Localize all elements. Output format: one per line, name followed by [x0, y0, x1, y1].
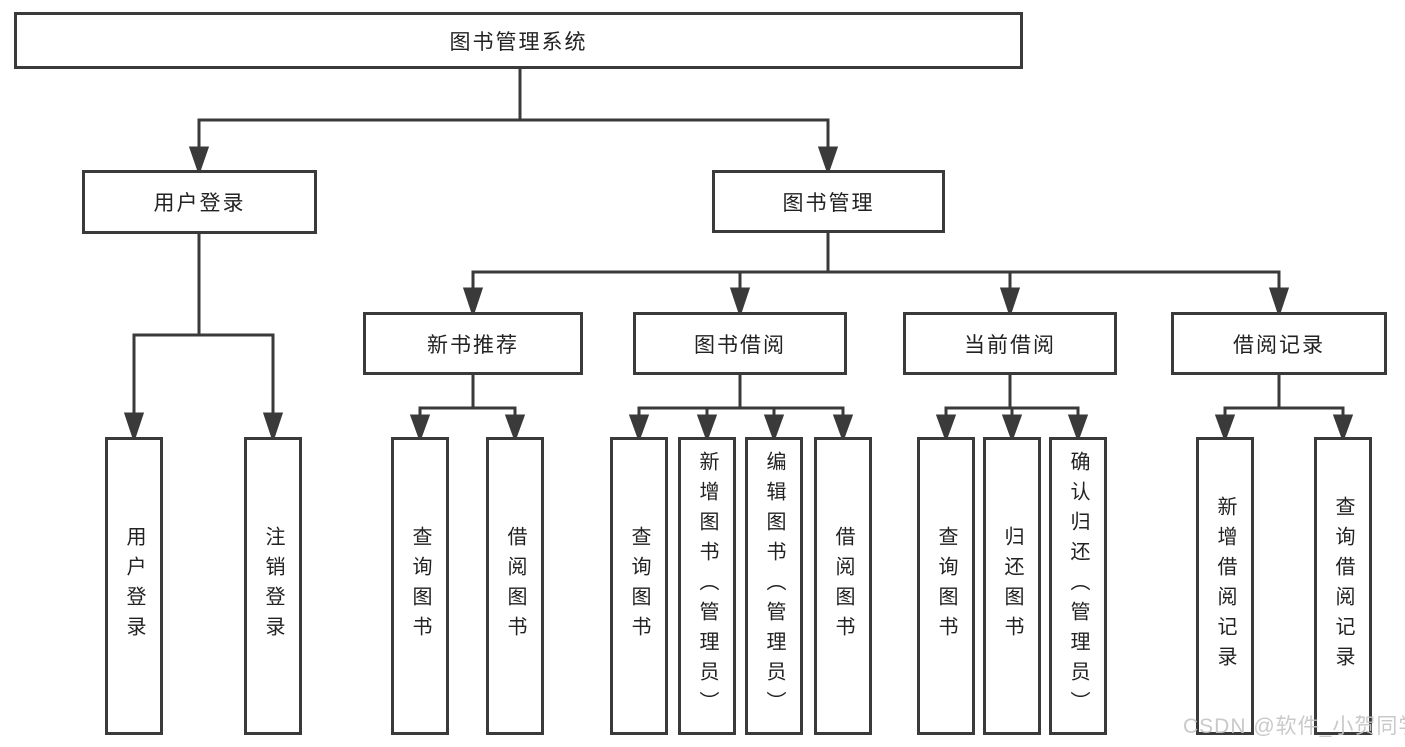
leaf-return-book: 归还图书: [983, 437, 1041, 735]
node-book-management: 图书管理: [712, 170, 945, 233]
arrowhead-current-borrow: [999, 287, 1021, 318]
leaf-logout: 注销登录: [244, 437, 302, 735]
node-new-book-recommendation: 新书推荐: [363, 312, 583, 375]
leaf-user-login: 用户登录: [105, 437, 163, 735]
leaf-query-books-borrowing-label: 查询图书: [628, 526, 650, 646]
arrowhead-book-borrow: [729, 287, 751, 318]
arrowhead-leaf-confirm-return: [1067, 414, 1089, 443]
arrowhead-user-login: [188, 146, 210, 176]
node-book-management-label: 图书管理: [782, 191, 875, 215]
leaf-confirm-return-admin: 确认归还（管理员）: [1049, 437, 1107, 735]
node-new-book-recommendation-label: 新书推荐: [427, 333, 519, 357]
arrowhead-leaf-query2: [628, 414, 650, 443]
leaf-logout-label: 注销登录: [262, 526, 284, 646]
leaf-query-books-borrowing: 查询图书: [610, 437, 668, 735]
leaf-query-books-current-label: 查询图书: [935, 526, 957, 646]
leaf-add-borrow-record-label: 新增借阅记录: [1214, 496, 1236, 676]
arrowhead-leaf-query3: [935, 414, 957, 443]
leaf-add-book-admin-label: 新增图书（管理员）: [696, 451, 718, 721]
node-borrowing-records: 借阅记录: [1171, 312, 1387, 375]
node-current-borrowing-label: 当前借阅: [964, 333, 1056, 357]
leaf-query-borrow-record-label: 查询借阅记录: [1332, 496, 1354, 676]
arrowhead-leaf-user-login: [123, 412, 145, 443]
arrowhead-book-mgmt: [817, 146, 839, 176]
leaf-borrow-books-recommend: 借阅图书: [486, 437, 544, 735]
leaf-query-books-current: 查询图书: [917, 437, 975, 735]
arrowhead-leaf-borrow1: [504, 414, 526, 443]
arrowhead-leaf-add-book: [696, 414, 718, 443]
leaf-add-borrow-record: 新增借阅记录: [1196, 437, 1254, 735]
leaf-return-book-label: 归还图书: [1001, 526, 1023, 646]
node-current-borrowing: 当前借阅: [903, 312, 1117, 375]
arrowhead-leaf-query-record: [1332, 414, 1354, 443]
arrowhead-leaf-query1: [409, 414, 431, 443]
node-library-management-system: 图书管理系统: [14, 12, 1023, 69]
arrowhead-leaf-edit-book: [763, 414, 785, 443]
node-user-login-branch-label: 用户登录: [153, 192, 246, 215]
arrowhead-new-books: [462, 287, 484, 318]
leaf-confirm-return-admin-label: 确认归还（管理员）: [1067, 451, 1089, 721]
leaf-user-login-label: 用户登录: [123, 526, 145, 646]
leaf-edit-book-admin-label: 编辑图书（管理员）: [763, 451, 785, 721]
arrowhead-leaf-borrow2: [832, 414, 854, 443]
arrowhead-borrow-records: [1268, 287, 1290, 318]
csdn-watermark: CSDN @软件_小贺同学: [1183, 715, 1405, 738]
leaf-query-books-recommend: 查询图书: [391, 437, 449, 735]
leaf-query-books-recommend-label: 查询图书: [409, 526, 431, 646]
node-library-management-system-label: 图书管理系统: [449, 30, 588, 54]
node-book-borrowing: 图书借阅: [633, 312, 847, 375]
node-user-login-branch: 用户登录: [82, 170, 317, 234]
leaf-borrow-books-recommend-label: 借阅图书: [504, 526, 526, 646]
leaf-borrow-books-borrowing-label: 借阅图书: [832, 526, 854, 646]
leaf-borrow-books-borrowing: 借阅图书: [814, 437, 872, 735]
arrowhead-leaf-return: [1001, 414, 1023, 443]
node-book-borrowing-label: 图书借阅: [694, 333, 786, 357]
arrowhead-leaf-logout: [262, 412, 284, 443]
leaf-add-book-admin: 新增图书（管理员）: [678, 437, 736, 735]
leaf-edit-book-admin: 编辑图书（管理员）: [745, 437, 803, 735]
arrowhead-leaf-add-record: [1214, 414, 1236, 443]
leaf-query-borrow-record: 查询借阅记录: [1314, 437, 1372, 735]
node-borrowing-records-label: 借阅记录: [1233, 333, 1325, 357]
